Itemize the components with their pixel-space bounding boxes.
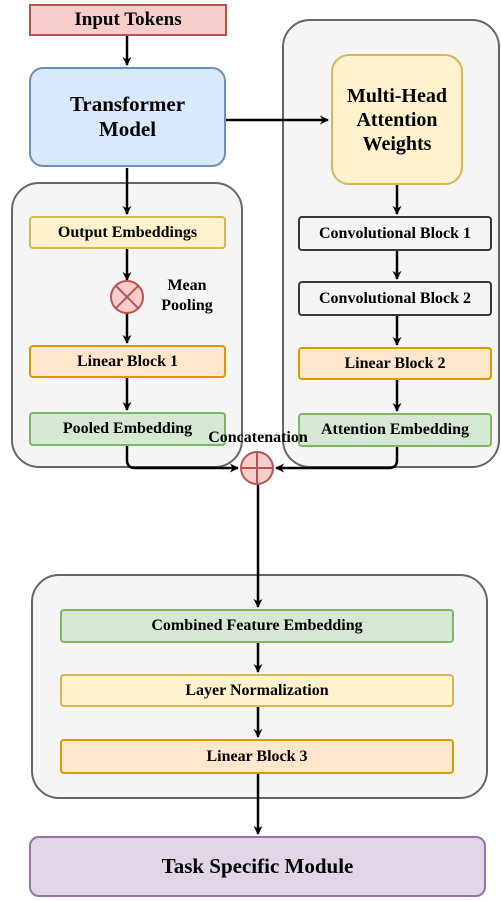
transformer-model-node: Transformer Model — [29, 67, 226, 167]
conv-block-2-node: Convolutional Block 2 — [298, 281, 492, 316]
attention-weights-node: Multi-Head Attention Weights — [331, 54, 463, 185]
attention-weights-label: Multi-Head Attention Weights — [347, 84, 447, 155]
pooled-embedding-node: Pooled Embedding — [29, 412, 226, 446]
layer-normalization-node: Layer Normalization — [60, 674, 454, 707]
task-specific-module-node: Task Specific Module — [29, 836, 486, 897]
conv-block-1-node: Convolutional Block 1 — [298, 216, 492, 251]
concatenation-operator-icon — [240, 451, 274, 485]
concatenation-label: Concatenation — [208, 429, 308, 446]
linear-block-1-node: Linear Block 1 — [29, 345, 226, 378]
attention-embedding-node: Attention Embedding — [298, 413, 492, 447]
transformer-model-label: Transformer Model — [69, 91, 186, 141]
mean-pooling-operator-icon — [110, 280, 144, 314]
linear-block-3-node: Linear Block 3 — [60, 739, 454, 774]
combined-feature-embedding-node: Combined Feature Embedding — [60, 609, 454, 643]
input-tokens-node: Input Tokens — [29, 4, 227, 36]
arrow-attnemb-to-concat — [275, 447, 399, 473]
mean-pooling-label: Mean Pooling — [161, 277, 213, 314]
output-embeddings-node: Output Embeddings — [29, 216, 226, 249]
arrow-pooled-to-concat — [125, 446, 239, 473]
linear-block-2-node: Linear Block 2 — [298, 347, 492, 380]
